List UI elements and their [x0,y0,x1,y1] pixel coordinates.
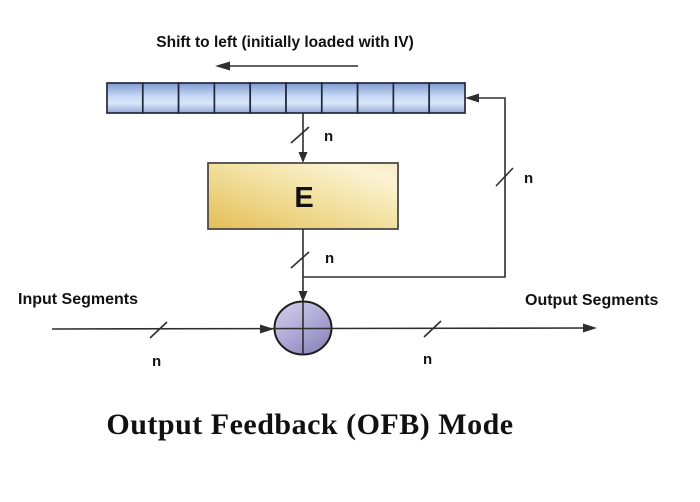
feedback-path: n [303,93,533,278]
input-segments-label: Input Segments [18,291,138,308]
register-cell [428,82,466,114]
register-cell [320,82,359,114]
register-cell [392,82,431,114]
shift-direction-arrow-icon [215,61,358,71]
bus-width-label: n [324,128,333,145]
bus-slash-icon [290,126,310,144]
register-cell [141,82,180,114]
register-cell [106,82,144,114]
bus-slash-icon [290,251,310,269]
bus-slash-icon [149,321,168,339]
bus-slash-icon [423,320,442,338]
register-cell [249,82,287,114]
register-cell [285,82,323,114]
register-to-encrypt-connector: n [290,113,333,163]
output-segments-label: Output Segments [525,292,658,309]
input-output-line: n n [51,302,597,370]
encrypt-box: E [207,162,399,230]
shift-register-cells [106,82,466,114]
bus-width-label: n [524,170,533,187]
shift-caption: Shift to left (initially loaded with IV) [156,34,413,51]
register-cell [356,82,395,114]
diagram-title: Output Feedback (OFB) Mode [106,408,513,441]
bus-width-label: n [423,351,432,368]
register-cell [177,82,216,114]
bus-slash-icon [495,167,514,187]
bus-width-label: n [325,250,334,267]
register-cell [213,82,252,114]
bus-width-label: n [152,353,161,370]
encrypt-box-label: E [294,182,313,214]
